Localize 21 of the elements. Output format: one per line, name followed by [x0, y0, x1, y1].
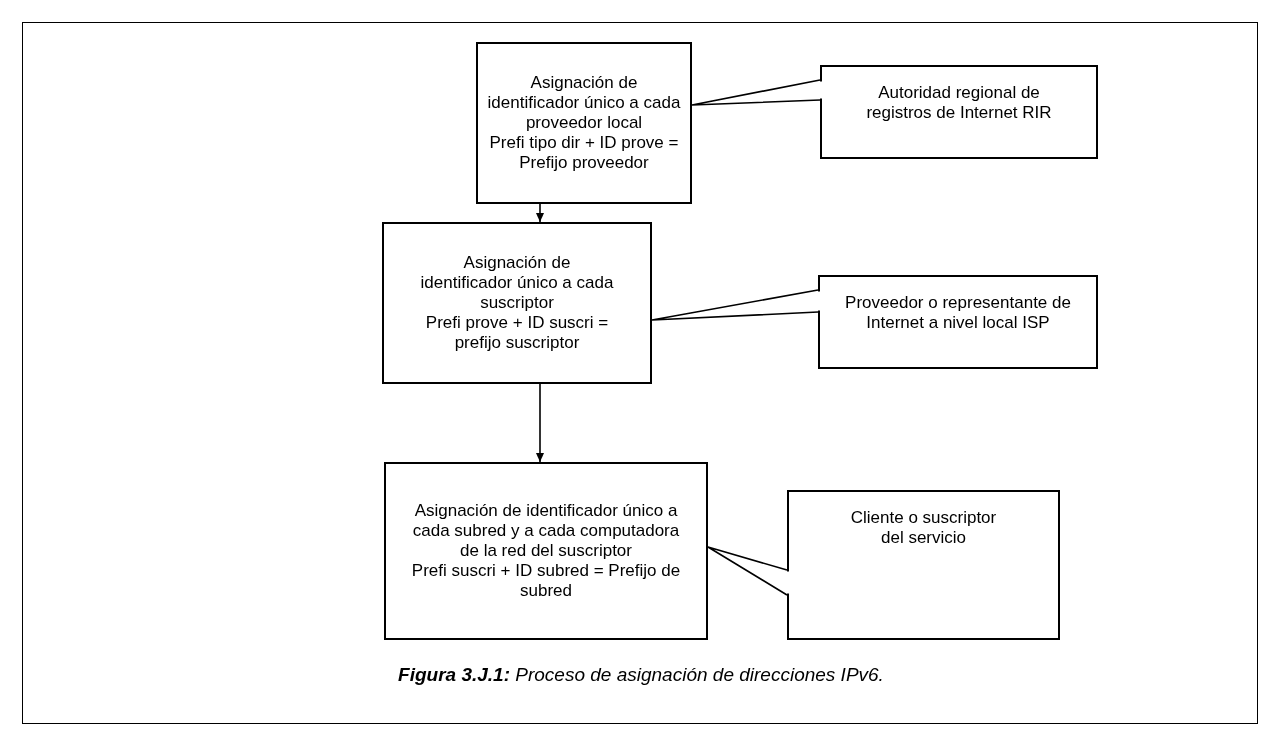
callout-text: Cliente o suscriptor del servicio [849, 508, 998, 548]
callout-pointer [707, 546, 788, 596]
callout-pointer [691, 79, 821, 106]
process-text: Prefi tipo dir + ID prove = Prefijo proveedor [488, 133, 680, 173]
callout-box [820, 65, 1098, 159]
process-text: Asignación de identificador único a cada subred y a cada computadora de la red del suscriptor [411, 501, 681, 561]
process-text: Asignación de identificador único a cada suscriptor [419, 253, 615, 313]
process-box [382, 222, 652, 384]
callout-box [818, 275, 1098, 369]
callout-text: Proveedor o representante de Internet a nivel local ISP [844, 293, 1072, 333]
arrow [536, 383, 544, 463]
process-box [384, 462, 708, 640]
process-text: Asignación de identificador único a cada proveedor local [486, 73, 682, 133]
arrow [536, 203, 544, 223]
process-text: Prefi suscri + ID subred = Prefijo de subred [410, 561, 682, 601]
process-text: Prefi prove + ID suscri = prefijo suscriptor [424, 313, 610, 353]
callout-box [787, 490, 1060, 640]
process-box [476, 42, 692, 204]
callout-pointer [651, 289, 819, 321]
figure-caption: Figura 3.J.1: Proceso de asignación de direcciones IPv6. [397, 664, 885, 686]
callout-text: Autoridad regional de registros de Internet RIR [865, 83, 1053, 123]
